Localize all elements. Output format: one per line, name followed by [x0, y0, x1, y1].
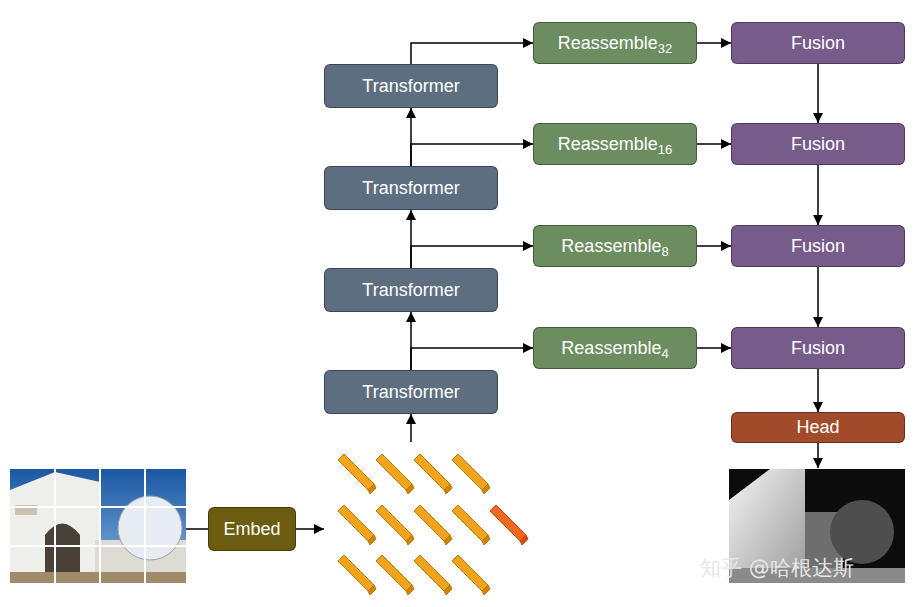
token: [376, 505, 414, 545]
token: [452, 505, 490, 545]
transformer-block: Transformer: [324, 370, 498, 414]
patch-grid: [10, 506, 186, 508]
token: [338, 505, 376, 545]
block-label: Head: [796, 417, 839, 438]
patch-grid: [144, 469, 146, 583]
reassemble-block: Reassemble8: [533, 225, 697, 267]
output-arrow: [817, 443, 819, 468]
block-label: Fusion: [791, 33, 845, 54]
block-label: Fusion: [791, 134, 845, 155]
reassemble-block: Reassemble32: [533, 22, 697, 64]
flow-arrow: [411, 144, 533, 166]
token: [376, 555, 414, 595]
fusion-block: Fusion: [731, 327, 905, 369]
reassemble-block: Reassemble16: [533, 123, 697, 165]
block-label: Reassemble: [561, 236, 661, 257]
flow-arrow: [817, 64, 819, 123]
block-label: Fusion: [791, 236, 845, 257]
photo-ground: [10, 572, 186, 583]
block-label: Transformer: [362, 382, 459, 403]
patch-grid: [54, 469, 56, 583]
token-set: [338, 454, 528, 595]
fusion-block: Fusion: [731, 225, 905, 267]
transformer-block: Transformer: [324, 64, 498, 108]
token: [414, 555, 452, 595]
flow-arrow: [697, 42, 731, 44]
depth-dome: [830, 500, 894, 564]
fusion-block: Fusion: [731, 22, 905, 64]
token-arrow: [410, 414, 412, 442]
block-label: Reassemble: [561, 338, 661, 359]
flow-arrow: [411, 348, 533, 370]
flow-arrow: [697, 347, 731, 349]
block-label: Transformer: [362, 280, 459, 301]
fusion-block: Fusion: [731, 123, 905, 165]
token: [338, 555, 376, 595]
photo-dome: [118, 496, 182, 560]
token: [452, 454, 490, 494]
patch-grid: [99, 469, 101, 583]
watermark: 知乎 @哈根达斯: [700, 554, 854, 582]
scale-subscript: 4: [661, 346, 668, 361]
embed-block: Embed: [208, 507, 296, 551]
readout-token: [490, 505, 528, 545]
flow-arrow: [411, 246, 533, 268]
scale-subscript: 8: [661, 244, 668, 259]
patch-grid: [10, 545, 186, 547]
flow-arrow: [817, 267, 819, 327]
scale-subscript: 32: [658, 41, 672, 56]
reassemble-block: Reassemble4: [533, 327, 697, 369]
scale-subscript: 16: [658, 142, 672, 157]
input-photo: [10, 469, 186, 583]
block-label: Fusion: [791, 338, 845, 359]
flow-arrow: [697, 143, 731, 145]
block-label: Transformer: [362, 178, 459, 199]
embed-arrow: [296, 528, 324, 530]
flow-arrow: [411, 43, 533, 64]
head-block: Head: [731, 412, 905, 443]
input-line: [186, 528, 208, 530]
token: [376, 454, 414, 494]
token: [338, 454, 376, 494]
transformer-block: Transformer: [324, 166, 498, 210]
block-label: Reassemble: [558, 33, 658, 54]
transformer-block: Transformer: [324, 268, 498, 312]
block-label: Transformer: [362, 76, 459, 97]
photo-sky: [10, 469, 186, 583]
token: [452, 555, 490, 595]
flow-arrow: [817, 165, 819, 225]
flow-arrow: [817, 369, 819, 412]
block-label: Embed: [223, 519, 280, 540]
token: [414, 505, 452, 545]
token: [414, 454, 452, 494]
block-label: Reassemble: [558, 134, 658, 155]
flow-arrow: [697, 245, 731, 247]
